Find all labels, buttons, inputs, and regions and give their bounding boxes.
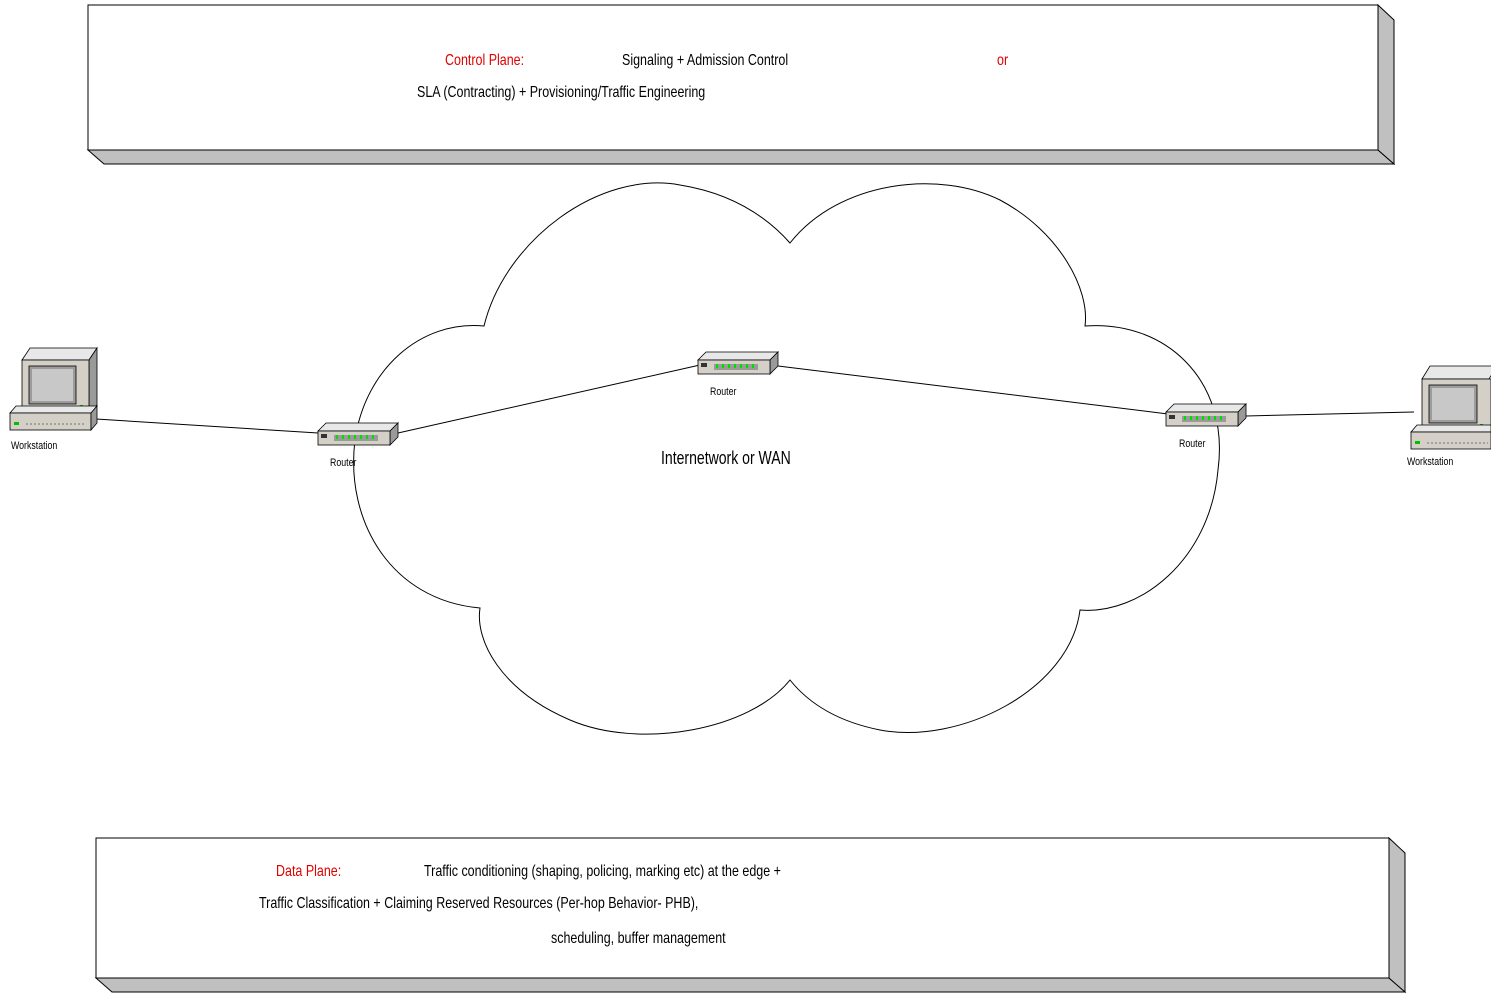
router-center-label: Router — [710, 386, 737, 398]
control-plane-line1: Signaling + Admission Control — [622, 52, 789, 69]
data-plane-line3: scheduling, buffer management — [551, 930, 726, 947]
router-right-icon — [1165, 403, 1247, 427]
router-right-label: Router — [1179, 438, 1206, 450]
router-left-label: Router — [330, 457, 357, 469]
control-plane-or: or — [997, 52, 1009, 69]
workstation-left-label: Workstation — [11, 440, 58, 452]
router-left-icon — [317, 422, 399, 446]
control-plane-box — [86, 3, 1396, 166]
cloud-label: Internetwork or WAN — [661, 448, 791, 468]
data-plane-box — [94, 836, 1407, 993]
workstation-left-icon — [9, 346, 98, 432]
control-plane-line2: SLA (Contracting) + Provisioning/Traffic… — [417, 84, 706, 101]
data-plane-line2: Traffic Classification + Claiming Reserv… — [259, 895, 699, 912]
data-plane-line1: Traffic conditioning (shaping, policing,… — [424, 863, 781, 880]
link-router-left-router-center — [397, 364, 701, 434]
link-router-right-workstation-right — [1245, 411, 1415, 417]
link-workstation-left-router-left — [95, 418, 319, 434]
links — [95, 364, 1415, 434]
data-plane-title: Data Plane: — [276, 863, 342, 880]
link-router-center-router-right — [777, 365, 1169, 415]
wan-cloud — [353, 182, 1220, 735]
router-center-icon — [697, 351, 779, 375]
control-plane-title: Control Plane: — [445, 52, 525, 69]
workstation-right-icon — [1410, 365, 1491, 450]
workstation-right-label: Workstation — [1407, 456, 1454, 468]
